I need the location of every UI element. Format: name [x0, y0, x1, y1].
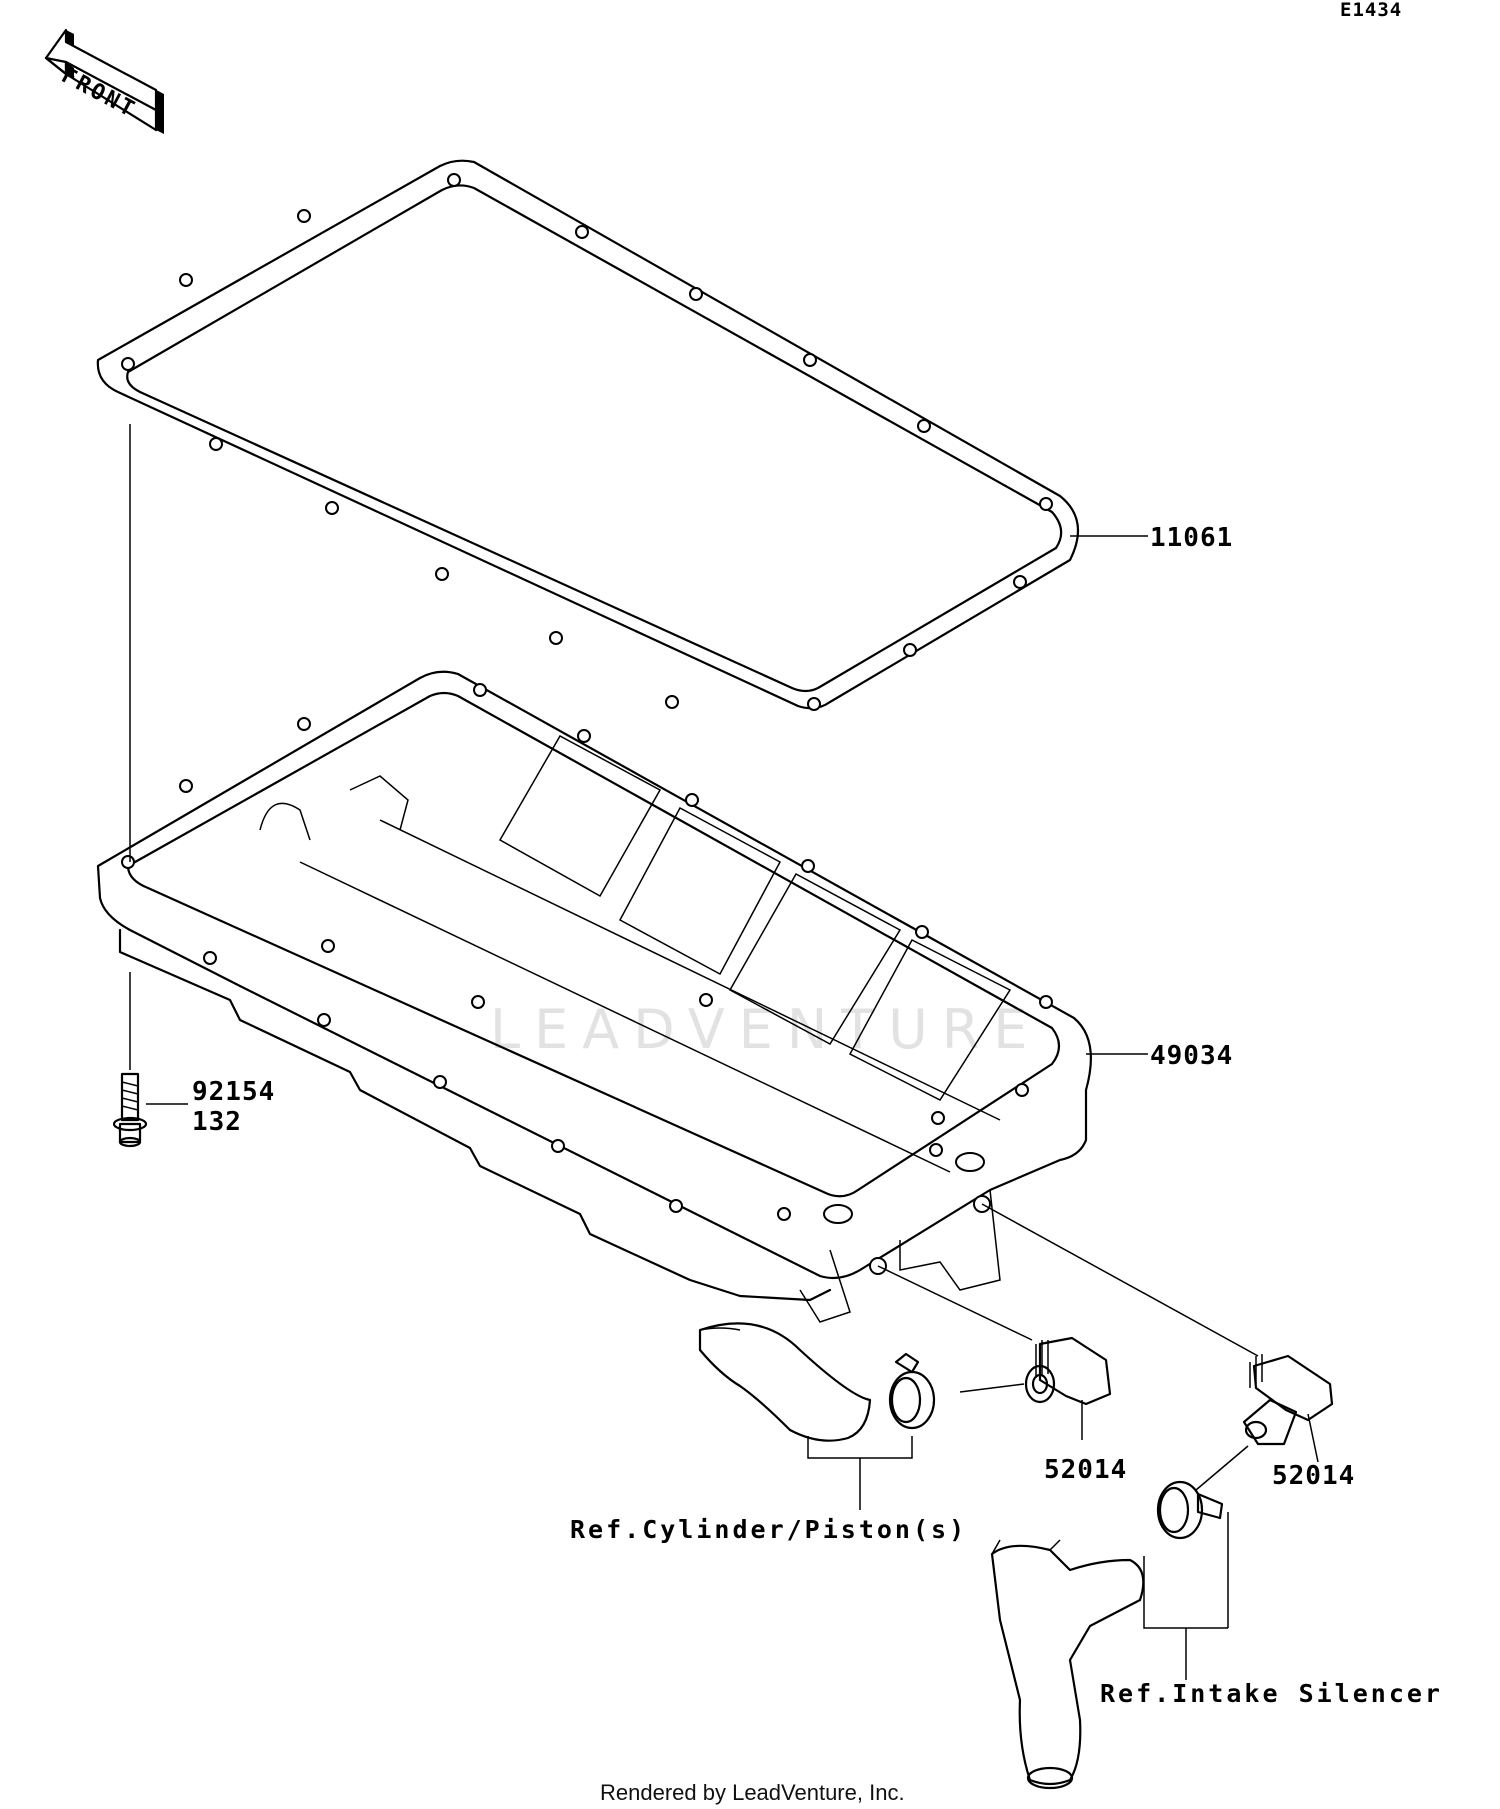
label-bolt-part: 92154	[192, 1077, 275, 1107]
label-fitting-a: 52014	[1044, 1455, 1127, 1485]
oil-pan-gasket	[96, 159, 1080, 711]
oil-pan-bolt-holes	[121, 683, 1053, 1221]
breather-hose-a	[698, 1322, 872, 1442]
hose-clamp-b	[1156, 1480, 1224, 1540]
ref-cylinder: Ref.Cylinder/Piston(s)	[570, 1515, 967, 1544]
front-label: FRONT	[57, 63, 140, 123]
label-bolt-qty: 132	[192, 1107, 242, 1137]
front-arrow-icon: FRONT	[44, 28, 164, 134]
watermark: LEADVENTURE	[490, 998, 1041, 1061]
label-fitting-b: 52014	[1272, 1461, 1355, 1491]
hose-clamp-a	[888, 1352, 936, 1430]
gasket-bolt-holes	[121, 173, 1053, 711]
elbow-fitting-a	[1024, 1336, 1112, 1406]
elbow-fitting-b	[1242, 1354, 1334, 1446]
label-oil-pan: 49034	[1150, 1041, 1233, 1071]
intake-y-hose	[990, 1539, 1145, 1790]
flange-bolt	[112, 1072, 148, 1148]
diagram-code: E1434	[1340, 0, 1402, 21]
label-gasket: 11061	[1150, 523, 1233, 553]
ref-intake: Ref.Intake Silencer	[1100, 1679, 1443, 1708]
footer-credit: Rendered by LeadVenture, Inc.	[600, 1780, 905, 1805]
oil-pan	[96, 670, 1092, 1323]
